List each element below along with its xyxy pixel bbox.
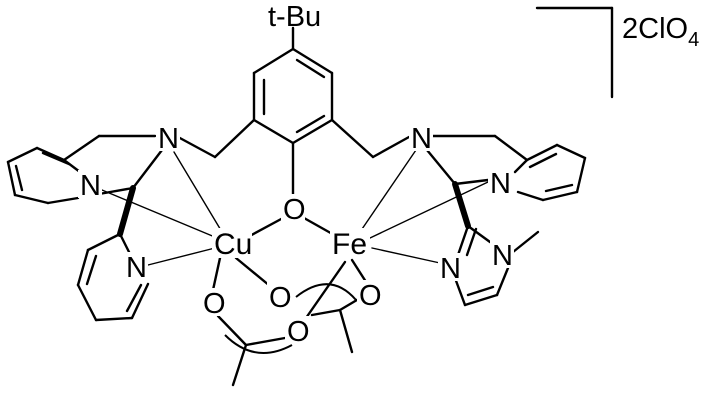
imidazole-n-coordinating-label: N [440,253,461,285]
pyridine-right [493,134,587,202]
acetate-right [295,258,370,354]
acetate-right-o2-label: O [287,316,310,348]
pyridine-right-n-label: N [490,168,511,200]
copper-label: Cu [214,228,252,261]
left-ligand-bonds [97,134,223,266]
methylene-arms [176,118,411,159]
counterion-bracket [535,6,614,99]
acetate-left-o1-label: O [203,288,226,320]
acetate-left-o2-label: O [269,282,292,314]
tbu-label: t-Bu [268,1,321,33]
amine-left-label: N [158,123,179,155]
right-ligand-bonds [359,134,497,264]
amine-right-label: N [411,123,432,155]
atom-labels: O N N N N N N N O O O O Cu Fe t-Bu 2ClO4 [78,1,699,348]
phenol-oxygen-label: O [283,194,306,226]
imidazole-ring [453,224,540,307]
acetate-right-o1-label: O [359,280,382,312]
pyridine-upper-left [6,134,135,205]
iron-label: Fe [332,228,367,261]
pyridine-upper-left-n-label: N [80,170,101,202]
cu-o-bond [244,216,285,240]
acetate-left [211,256,293,387]
pyridine-lower-left-n-label: N [126,252,147,284]
imidazole-n-methyl-label: N [492,240,513,272]
central-benzene-ring [252,47,334,145]
pyridine-lower-left [76,232,150,322]
counterion-label: 2ClO4 [622,13,699,51]
